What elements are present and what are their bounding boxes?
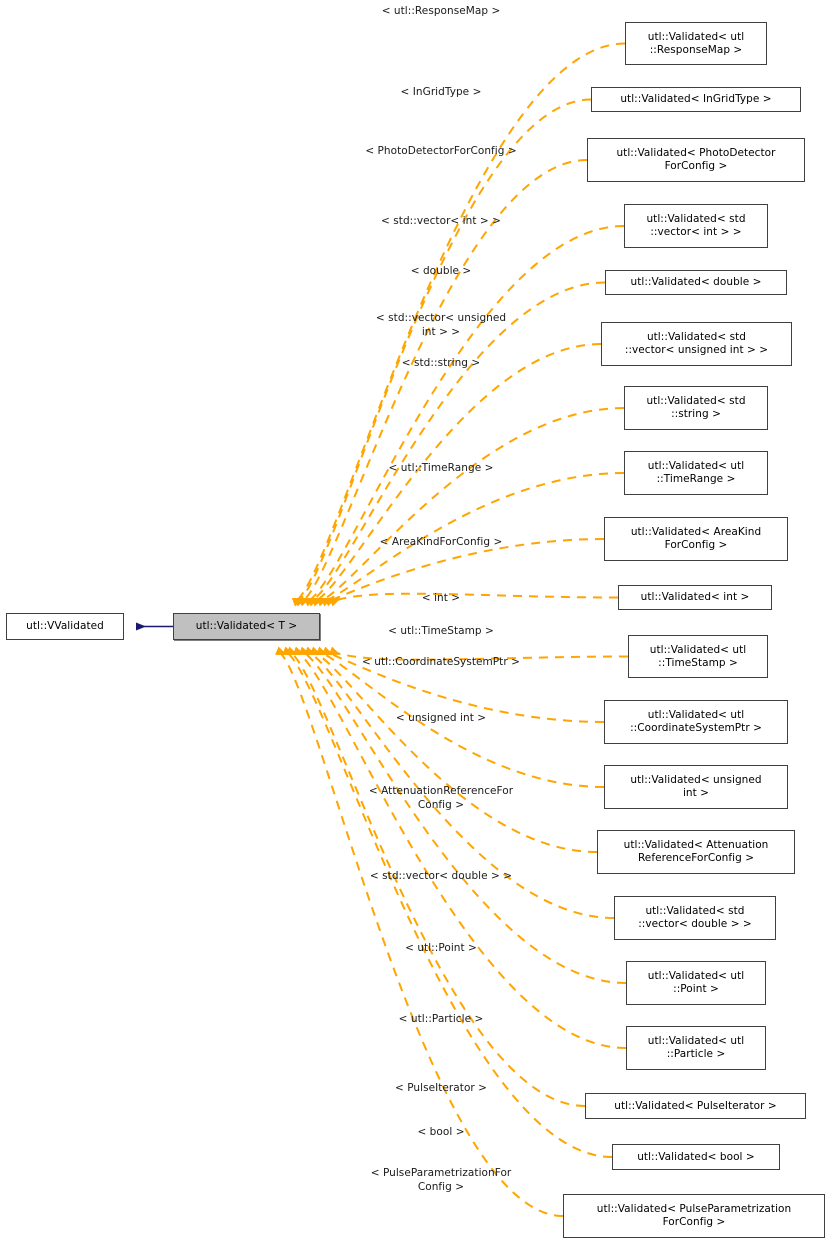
node-derived-16[interactable]: utl::Validated< utl ::Particle > — [626, 1026, 766, 1070]
edge-label-18: < bool > — [417, 1126, 465, 1138]
edge-label-1: < InGridType > — [400, 86, 482, 98]
edge-label-4: < double > — [410, 265, 472, 277]
node-derived-5[interactable]: utl::Validated< std ::vector< unsigned i… — [601, 322, 792, 366]
edge-label-15: < utl::Point > — [405, 942, 477, 954]
edge-label-16: < utl::Particle > — [398, 1013, 484, 1025]
node-derived-3[interactable]: utl::Validated< std ::vector< int > > — [624, 204, 768, 248]
node-derived-10[interactable]: utl::Validated< utl ::TimeStamp > — [628, 635, 768, 678]
edge-label-14: < std::vector< double > > — [369, 870, 513, 882]
node-derived-17[interactable]: utl::Validated< PulseIterator > — [585, 1093, 806, 1119]
node-derived-14[interactable]: utl::Validated< std ::vector< double > > — [614, 896, 776, 940]
template-edge-1 — [294, 98, 592, 607]
node-derived-19[interactable]: utl::Validated< PulseParametrization For… — [563, 1194, 825, 1238]
edge-label-5: < std::vector< unsigned int > > — [375, 312, 507, 338]
node-derived-8[interactable]: utl::Validated< AreaKind ForConfig > — [604, 517, 788, 561]
template-edge-6 — [316, 407, 625, 607]
node-derived-12[interactable]: utl::Validated< unsigned int > — [604, 765, 788, 809]
node-derived-6[interactable]: utl::Validated< std ::string > — [624, 386, 768, 430]
edge-label-19: < PulseParametrizationFor Config > — [370, 1167, 512, 1193]
node-derived-18[interactable]: utl::Validated< bool > — [612, 1144, 780, 1170]
edge-label-10: < utl::TimeStamp > — [388, 625, 494, 637]
node-utl-vvalidated[interactable]: utl::VValidated — [6, 613, 124, 640]
edge-label-11: < utl::CoordinateSystemPtr > — [362, 656, 520, 668]
node-derived-1[interactable]: utl::Validated< InGridType > — [591, 87, 801, 112]
edge-label-6: < std::string > — [401, 357, 481, 369]
edge-label-17: < PulseIterator > — [394, 1082, 488, 1094]
edge-label-8: < AreaKindForConfig > — [379, 536, 503, 548]
edge-label-2: < PhotoDetectorForConfig > — [365, 145, 517, 157]
node-derived-7[interactable]: utl::Validated< utl ::TimeRange > — [624, 451, 768, 495]
edge-label-12: < unsigned int > — [395, 712, 487, 724]
node-derived-0[interactable]: utl::Validated< utl ::ResponseMap > — [625, 22, 767, 65]
node-derived-13[interactable]: utl::Validated< Attenuation ReferenceFor… — [597, 830, 795, 874]
node-derived-9[interactable]: utl::Validated< int > — [618, 585, 772, 610]
edge-label-0: < utl::ResponseMap > — [381, 5, 501, 17]
edge-label-3: < std::vector< int > > — [381, 215, 501, 227]
edge-label-9: < int > — [421, 592, 461, 604]
node-utl-validated-t[interactable]: utl::Validated< T > — [173, 613, 320, 640]
node-derived-4[interactable]: utl::Validated< double > — [605, 270, 787, 295]
edge-label-13: < AttenuationReferenceFor Config > — [368, 785, 514, 811]
template-edge-13 — [309, 646, 598, 853]
template-edge-15 — [298, 646, 627, 984]
node-derived-11[interactable]: utl::Validated< utl ::CoordinateSystemPt… — [604, 700, 788, 744]
node-derived-15[interactable]: utl::Validated< utl ::Point > — [626, 961, 766, 1005]
edge-label-7: < utl::TimeRange > — [388, 462, 494, 474]
node-derived-2[interactable]: utl::Validated< PhotoDetector ForConfig … — [587, 138, 805, 182]
